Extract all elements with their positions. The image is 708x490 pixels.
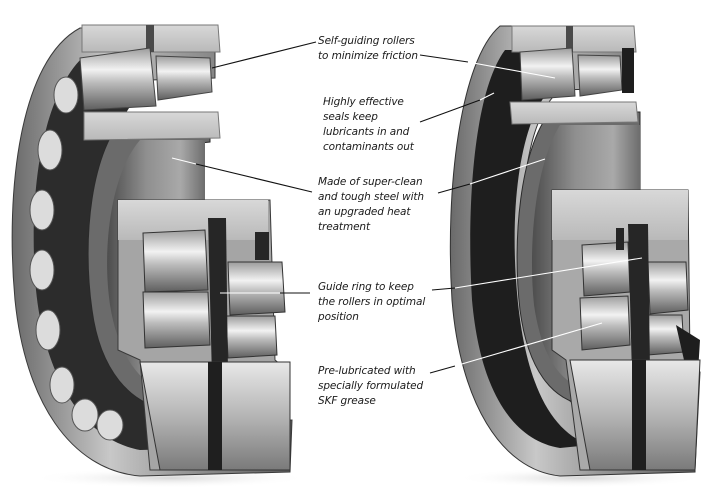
callout-line: position <box>318 311 359 323</box>
callout-line: Made of super-clean <box>318 176 423 188</box>
roller <box>53 76 79 114</box>
left-bearing <box>11 24 310 488</box>
leader-line-guide-right-ondark <box>454 257 643 289</box>
left-top-roller-2 <box>155 55 213 101</box>
callout-line: Highly effective <box>323 96 404 108</box>
right-outer-ring-section <box>511 25 637 53</box>
callout-line: treatment <box>318 221 371 233</box>
left-lower-roller-1 <box>142 229 209 293</box>
left-lower-roller-4 <box>225 315 278 359</box>
leader-line-guide-right <box>431 287 456 291</box>
leader-line-seals <box>419 99 481 123</box>
roller <box>96 409 124 441</box>
right-lower-roller-3 <box>647 261 689 315</box>
leader-line-steel-left <box>195 163 313 193</box>
callout-line: lubricants in and <box>323 126 410 138</box>
callout-line: an upgraded heat <box>318 206 411 218</box>
left-roller-row <box>29 76 124 441</box>
right-lower-roller-1 <box>581 241 631 297</box>
left-guide-ring-tab <box>255 232 269 260</box>
right-inner-ring-section <box>509 101 639 125</box>
roller <box>29 249 55 291</box>
roller <box>37 129 63 171</box>
leader-lines <box>171 41 643 374</box>
roller <box>35 309 61 351</box>
callout-line: Guide ring to keep <box>318 281 414 293</box>
leader-line-steel-left-ondark <box>171 157 197 165</box>
leader-line-self-guiding-right-ondark <box>467 61 556 79</box>
callout-line: and tough steel with <box>318 191 424 203</box>
right-guide-ring <box>628 224 650 375</box>
leader-line-grease-ondark <box>454 322 603 367</box>
left-outer-ring-gap <box>146 25 154 52</box>
left-lower-roller-2 <box>142 291 211 349</box>
right-bearing <box>449 25 705 488</box>
left-roller-track <box>33 58 216 450</box>
callout-line: the rollers in optimal <box>318 296 426 308</box>
leader-line-seals-ondark <box>479 92 495 101</box>
callout-super-clean-steel: Made of super-clean and tough steel with… <box>318 175 424 235</box>
callout-line: SKF grease <box>318 395 376 407</box>
right-top-roller-2 <box>577 54 623 97</box>
callout-guide-ring: Guide ring to keep the rollers in optima… <box>318 280 425 325</box>
right-guide-ring-tab <box>616 228 624 250</box>
right-outer-ring-gap <box>566 26 573 52</box>
right-top-roller-1 <box>519 47 576 101</box>
left-lower-roller-3 <box>227 261 286 316</box>
leader-line-steel-right-ondark <box>469 158 546 185</box>
callout-self-guiding-rollers: Self-guiding rollers to minimize frictio… <box>318 34 418 64</box>
leader-line-self-guiding-right <box>419 54 469 63</box>
left-top-roller-1 <box>79 47 157 111</box>
callout-line: Pre-lubricated with <box>318 365 416 377</box>
roller <box>49 366 75 404</box>
callout-pre-lubricated: Pre-lubricated with specially formulated… <box>318 364 423 409</box>
leader-line-grease <box>429 365 456 374</box>
right-seal <box>470 50 590 448</box>
right-lower-roller-2 <box>579 295 631 351</box>
callout-line: contaminants out <box>323 141 414 153</box>
left-inner-ring-section <box>83 111 221 141</box>
callout-line: seals keep <box>323 111 378 123</box>
left-lower-race-groove <box>208 362 222 470</box>
right-lower-race-groove <box>632 360 646 470</box>
roller <box>29 189 55 231</box>
callout-line: to minimize friction <box>318 50 418 62</box>
leader-line-self-guiding-left <box>211 41 317 69</box>
callout-line: Self-guiding rollers <box>318 35 415 47</box>
callout-line: specially formulated <box>318 380 424 392</box>
callout-effective-seals: Highly effective seals keep lubricants i… <box>323 95 414 155</box>
left-guide-ring <box>208 218 228 378</box>
roller <box>71 398 99 432</box>
leader-line-steel-right <box>437 183 471 194</box>
right-top-seal-lip <box>622 48 634 93</box>
